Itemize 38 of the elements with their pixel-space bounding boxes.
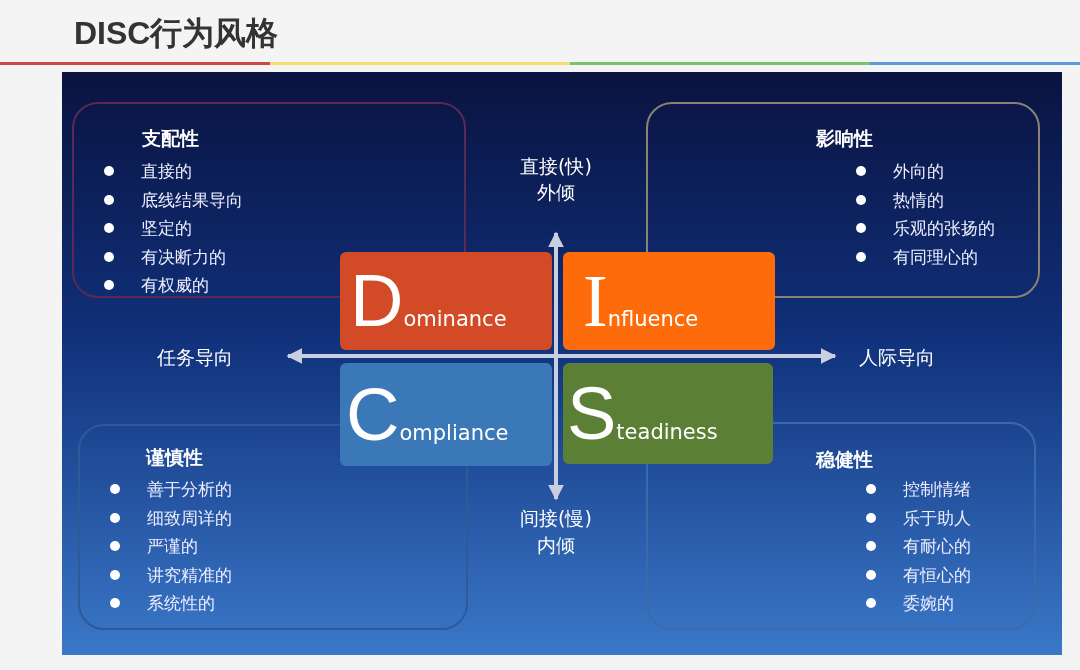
slide-title: DISC行为风格 <box>74 14 279 53</box>
trait-item: 外向的 <box>856 160 944 182</box>
trait-item: 乐于助人 <box>866 506 971 529</box>
trait-item: 严谨的 <box>110 535 198 557</box>
trait-item: 讲究精准的 <box>110 563 232 586</box>
style-tile <box>563 363 773 464</box>
trait-item: 热情的 <box>856 188 944 211</box>
axis-label: 外倾 <box>537 180 575 205</box>
panel-heading: 稳健性 <box>816 447 873 472</box>
trait-item: 直接的 <box>104 160 192 182</box>
trait-item: 坚定的 <box>104 217 192 239</box>
trait-item: 细致周详的 <box>110 506 232 529</box>
panel-heading: 谨慎性 <box>146 445 203 470</box>
axis-label: 人际导向 <box>859 345 935 370</box>
trait-item: 系统性的 <box>110 592 215 614</box>
style-tile <box>340 252 552 350</box>
trait-item: 有权威的 <box>104 274 209 296</box>
axis-label: 直接(快) <box>520 154 592 179</box>
tile-label: Influence <box>583 264 699 338</box>
trait-item: 乐观的张扬的 <box>856 217 995 239</box>
tile-label: Steadiness <box>567 376 718 451</box>
panel-heading: 支配性 <box>142 126 199 151</box>
trait-item: 委婉的 <box>866 592 954 614</box>
trait-item: 底线结果导向 <box>104 188 243 211</box>
style-tile <box>563 252 775 350</box>
panel-heading: 影响性 <box>816 126 873 151</box>
axis-label: 任务导向 <box>157 345 233 370</box>
tile-label: Compliance <box>346 377 509 452</box>
axis-label: 内倾 <box>537 533 575 558</box>
tile-label: Dominance <box>350 264 507 338</box>
trait-item: 有同理心的 <box>856 245 978 268</box>
trait-item: 有决断力的 <box>104 245 226 268</box>
style-tile <box>340 363 552 466</box>
trait-item: 有耐心的 <box>866 535 971 557</box>
trait-item: 善于分析的 <box>110 478 232 500</box>
trait-item: 控制情绪 <box>866 478 971 500</box>
axis-label: 间接(慢) <box>520 506 592 531</box>
trait-item: 有恒心的 <box>866 563 971 586</box>
